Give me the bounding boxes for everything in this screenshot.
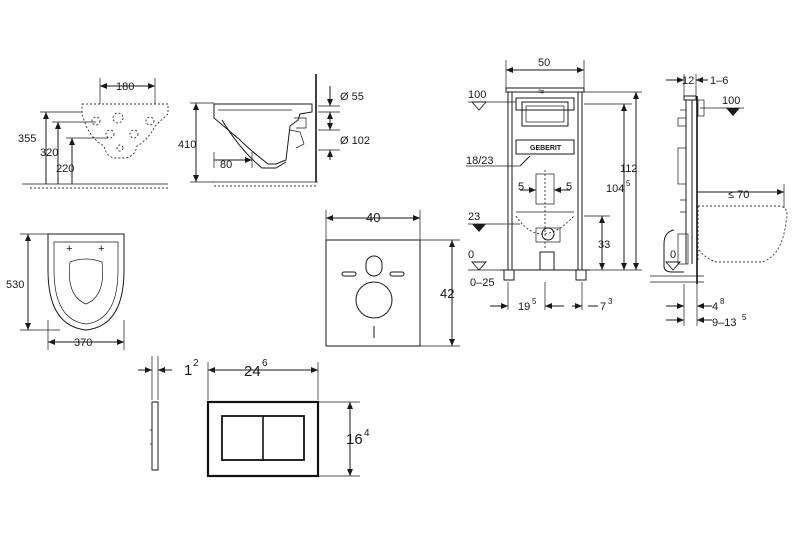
dim-side-4: 4 (712, 301, 718, 313)
dim-80: 80 (220, 159, 232, 171)
dim-112: 112 (620, 163, 638, 175)
svg-text:+: + (98, 243, 104, 255)
dim-side-4-sup: 8 (720, 297, 725, 306)
dim-1-6: 1–6 (710, 75, 728, 87)
frame-symbol: ≈ (538, 86, 544, 98)
wc-plan-view: + + 530 370 (6, 233, 125, 350)
dim-plate-height-sup: 4 (364, 428, 370, 439)
dim-5a: 5 (518, 181, 524, 193)
dim-104: 104 (606, 183, 624, 195)
dim-plate-width: 24 (244, 363, 261, 380)
dim-d55: Ø 55 (340, 91, 364, 103)
dim-370: 370 (74, 337, 92, 349)
dim-50: 50 (538, 57, 550, 69)
dim-410: 410 (178, 139, 196, 151)
dim-42: 42 (440, 286, 454, 301)
dim-plate-thickness-sup: 2 (193, 358, 199, 369)
dim-frame-100: 100 (468, 89, 486, 101)
dim-plate-height: 16 (346, 431, 363, 448)
geberit-logo: GEBERIT (530, 145, 562, 152)
wc-back-view: 180 355 320 220 (18, 78, 169, 189)
gasket-view: 40 42 (325, 210, 460, 347)
dim-19: 19 (518, 301, 530, 313)
dim-7: 7 (600, 301, 606, 313)
flush-plate-view: 1 2 24 6 16 4 (138, 356, 370, 478)
dim-320: 320 (40, 147, 58, 159)
dim-7-sup: 3 (608, 297, 613, 306)
dim-plate-thickness: 1 (184, 362, 192, 379)
dim-5b: 5 (566, 181, 572, 193)
dim-plate-width-sup: 6 (262, 358, 268, 369)
dim-9-13: 9–13 (712, 317, 736, 329)
frame-front-view: 50 ≈ GEBERIT 100 18/23 5 5 23 (466, 57, 642, 313)
frame-side-view: 12 1–6 100 ≤ 70 0 4 8 (650, 74, 788, 329)
dim-40: 40 (366, 210, 380, 225)
dim-frame-23: 23 (468, 211, 480, 223)
dim-side-100: 100 (722, 95, 740, 107)
dim-0-25: 0–25 (470, 277, 494, 289)
svg-text:+: + (66, 243, 72, 255)
dim-180: 180 (116, 81, 134, 93)
dim-d102: Ø 102 (340, 135, 370, 147)
dim-33: 33 (598, 239, 610, 251)
dim-12: 12 (682, 75, 694, 87)
dim-18-23: 18/23 (466, 155, 494, 167)
dim-355: 355 (18, 133, 36, 145)
wc-side-view: 410 80 Ø 55 Ø 102 (178, 74, 370, 187)
dim-frame-0: 0 (468, 249, 474, 261)
dim-530: 530 (6, 279, 24, 291)
dim-side-0: 0 (670, 249, 676, 261)
dim-9-13-sup: 5 (742, 313, 747, 322)
dim-70: ≤ 70 (728, 189, 749, 201)
dim-220: 220 (56, 163, 74, 175)
dim-19-sup: 5 (532, 297, 537, 306)
dim-104-sup: 5 (626, 179, 631, 188)
